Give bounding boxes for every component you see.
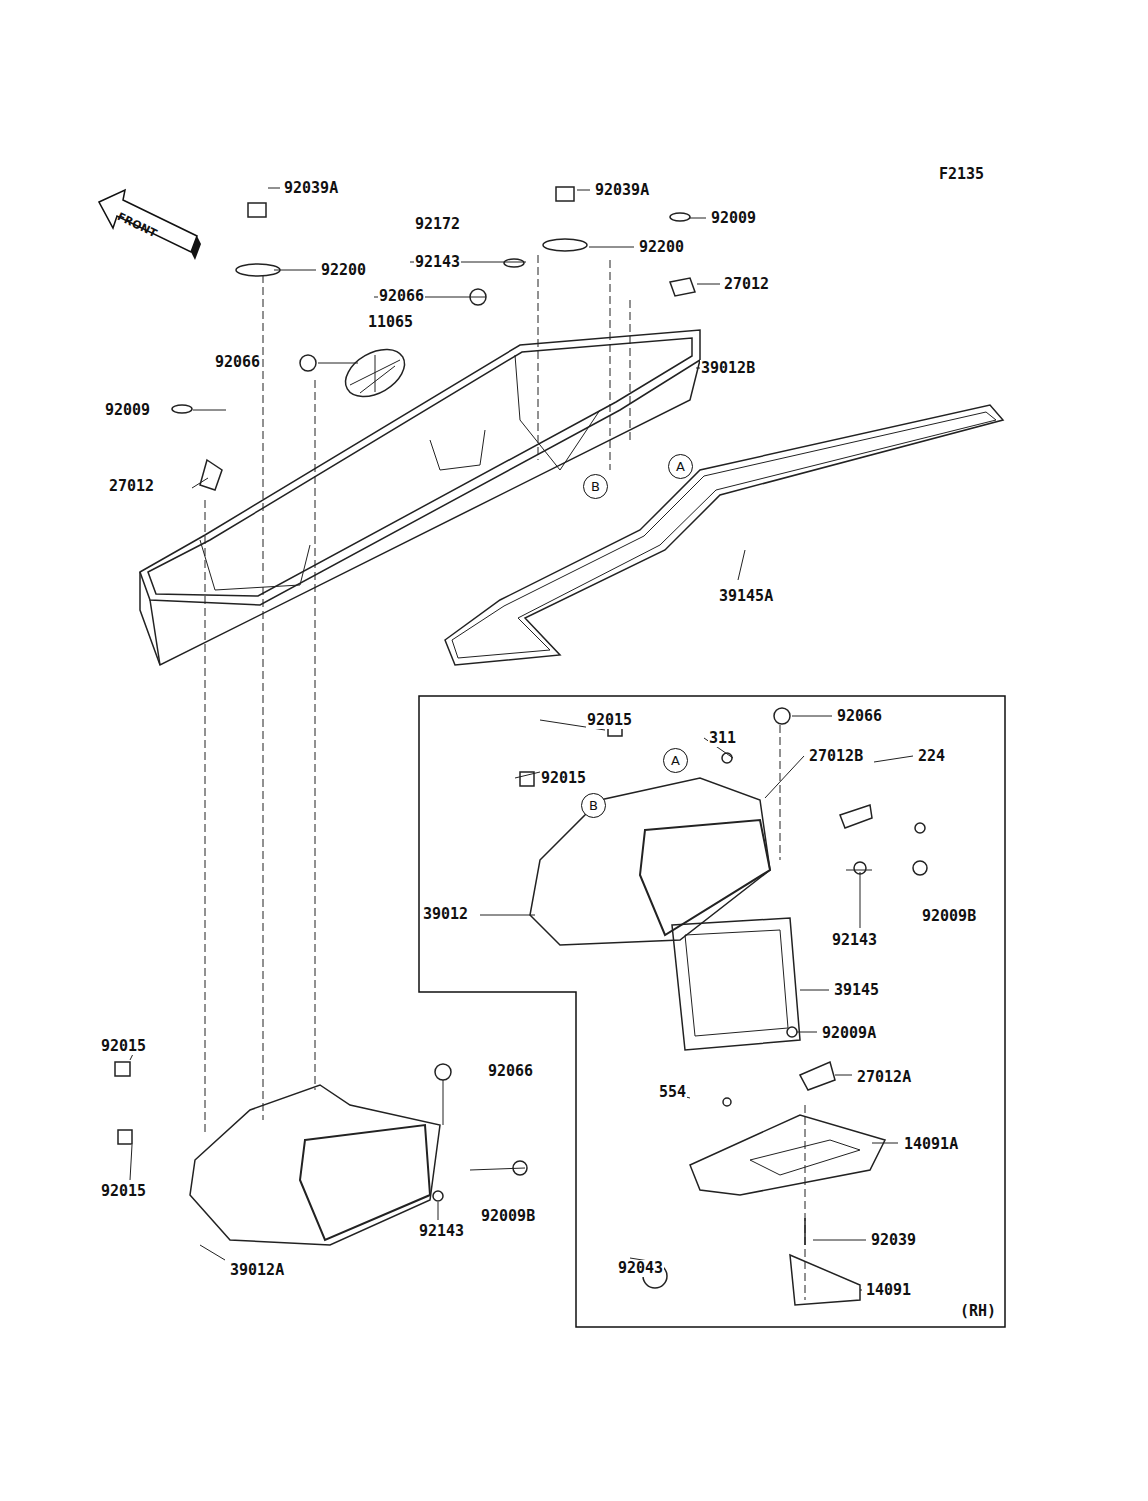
reference-letter: B bbox=[591, 479, 600, 494]
callout-number: 92200 bbox=[638, 239, 685, 256]
front-arrow: FRONT bbox=[97, 188, 201, 264]
callout-number: 92009A bbox=[821, 1025, 877, 1042]
callout-number: 39145A bbox=[718, 588, 774, 605]
reference-letter: A bbox=[671, 753, 680, 768]
reference-circle: B bbox=[581, 793, 606, 818]
callout-number: 92009B bbox=[921, 908, 977, 925]
callout-number: 27012A bbox=[856, 1069, 912, 1086]
callout-number: 92015 bbox=[100, 1183, 147, 1200]
callout-number: 39012A bbox=[229, 1262, 285, 1279]
callout-number: 92009 bbox=[710, 210, 757, 227]
callout-number: 92039 bbox=[870, 1232, 917, 1249]
callout-number: 92172 bbox=[414, 216, 461, 233]
reference-letter: A bbox=[676, 459, 685, 474]
callout-number: 92143 bbox=[831, 932, 878, 949]
callout-number: 27012 bbox=[108, 478, 155, 495]
callout-number: 554 bbox=[658, 1084, 687, 1101]
reference-circle: B bbox=[583, 474, 608, 499]
callout-number: 92039A bbox=[594, 182, 650, 199]
side-note: (RH) bbox=[960, 1302, 996, 1320]
inset-frame: (RH) A B bbox=[418, 695, 1006, 1328]
inset-outline bbox=[418, 695, 1006, 1328]
callout-number: 92066 bbox=[214, 354, 261, 371]
callout-number: 92009B bbox=[480, 1208, 536, 1225]
reference-letter: B bbox=[589, 798, 598, 813]
callout-number: 92015 bbox=[100, 1038, 147, 1055]
callout-number: 39012 bbox=[422, 906, 469, 923]
callout-number: 14091 bbox=[865, 1282, 912, 1299]
callout-number: 27012B bbox=[808, 748, 864, 765]
callout-number: 92143 bbox=[418, 1223, 465, 1240]
callout-number: 27012 bbox=[723, 276, 770, 293]
callout-number: 92143 bbox=[414, 254, 461, 271]
callout-number: 92039A bbox=[283, 180, 339, 197]
callout-number: 92066 bbox=[487, 1063, 534, 1080]
callout-number: 92200 bbox=[320, 262, 367, 279]
callout-number: 92043 bbox=[617, 1260, 664, 1277]
callout-number: 92015 bbox=[540, 770, 587, 787]
reference-circle: A bbox=[668, 454, 693, 479]
reference-circle: A bbox=[663, 748, 688, 773]
callout-number: 224 bbox=[917, 748, 946, 765]
callout-number: 14091A bbox=[903, 1136, 959, 1153]
callout-number: 92066 bbox=[378, 288, 425, 305]
callout-number: 39145 bbox=[833, 982, 880, 999]
callout-number: 11065 bbox=[367, 314, 414, 331]
callout-number: 92009 bbox=[104, 402, 151, 419]
callout-number: F2135 bbox=[938, 166, 985, 183]
callout-number: 92066 bbox=[836, 708, 883, 725]
callout-number: 311 bbox=[708, 730, 737, 747]
callout-number: 39012B bbox=[700, 360, 756, 377]
callout-number: 92015 bbox=[586, 712, 633, 729]
